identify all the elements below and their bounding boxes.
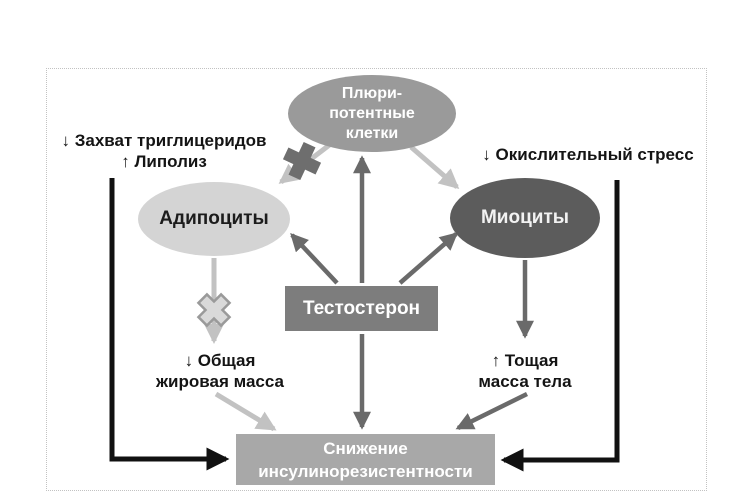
annotation-line: ↓ Общая — [184, 351, 256, 370]
node-label: Миоциты — [480, 207, 569, 228]
dotted-figure-border — [46, 68, 707, 491]
annotation-line: ↑ Липолиз — [121, 152, 207, 171]
annotation-line: ↑ Тощая — [491, 351, 559, 370]
arrow-fat-mass-to-outcome — [214, 391, 277, 432]
arrow-pluripotent-to-myocytes — [409, 145, 460, 189]
annotation-triglycerides-lipolysis: ↓ Захват триглицеридов ↑ Липолиз — [40, 130, 288, 172]
node-myocytes: Миоциты — [450, 178, 600, 258]
annotation-total-fat-mass: ↓ Общая жировая масса — [120, 350, 320, 392]
arrow-lean-mass-to-outcome — [455, 391, 528, 431]
node-label-line: клетки — [345, 124, 399, 142]
annotation-oxidative-stress: ↓ Окислительный стресс — [462, 144, 714, 165]
arrow-testosterone-to-adipocytes — [290, 233, 339, 285]
annotation-line: масса тела — [478, 372, 572, 391]
arrow-right-elbow-to-outcome — [500, 180, 620, 472]
node-testosterone: Тестостерон — [285, 286, 438, 331]
annotation-line: ↓ Окислительный стресс — [482, 145, 694, 164]
annotation-lean-body-mass: ↑ Тощая масса тела — [425, 350, 625, 392]
node-label-line: инсулинорезистентности — [258, 461, 473, 481]
arrow-testosterone-to-myocytes — [398, 232, 459, 285]
node-insulin-resistance-reduction: Снижение инсулинорезистентности — [236, 434, 495, 485]
node-adipocytes: Адипоциты — [138, 182, 290, 256]
annotation-line: ↓ Захват триглицеридов — [61, 131, 267, 150]
node-label-line: Снижение — [323, 438, 408, 458]
arrow-left-elbow-to-outcome — [109, 178, 230, 471]
node-label-line: Плюри- — [341, 84, 403, 102]
light-cross-icon — [196, 292, 232, 328]
node-pluripotent-cells: Плюри- потентные клетки — [288, 75, 456, 152]
node-label-line: потентные — [329, 104, 415, 122]
annotation-line: жировая масса — [156, 372, 284, 391]
node-label: Адипоциты — [159, 208, 269, 229]
dark-cross-icon — [282, 141, 322, 181]
node-label: Тестостерон — [302, 297, 421, 319]
